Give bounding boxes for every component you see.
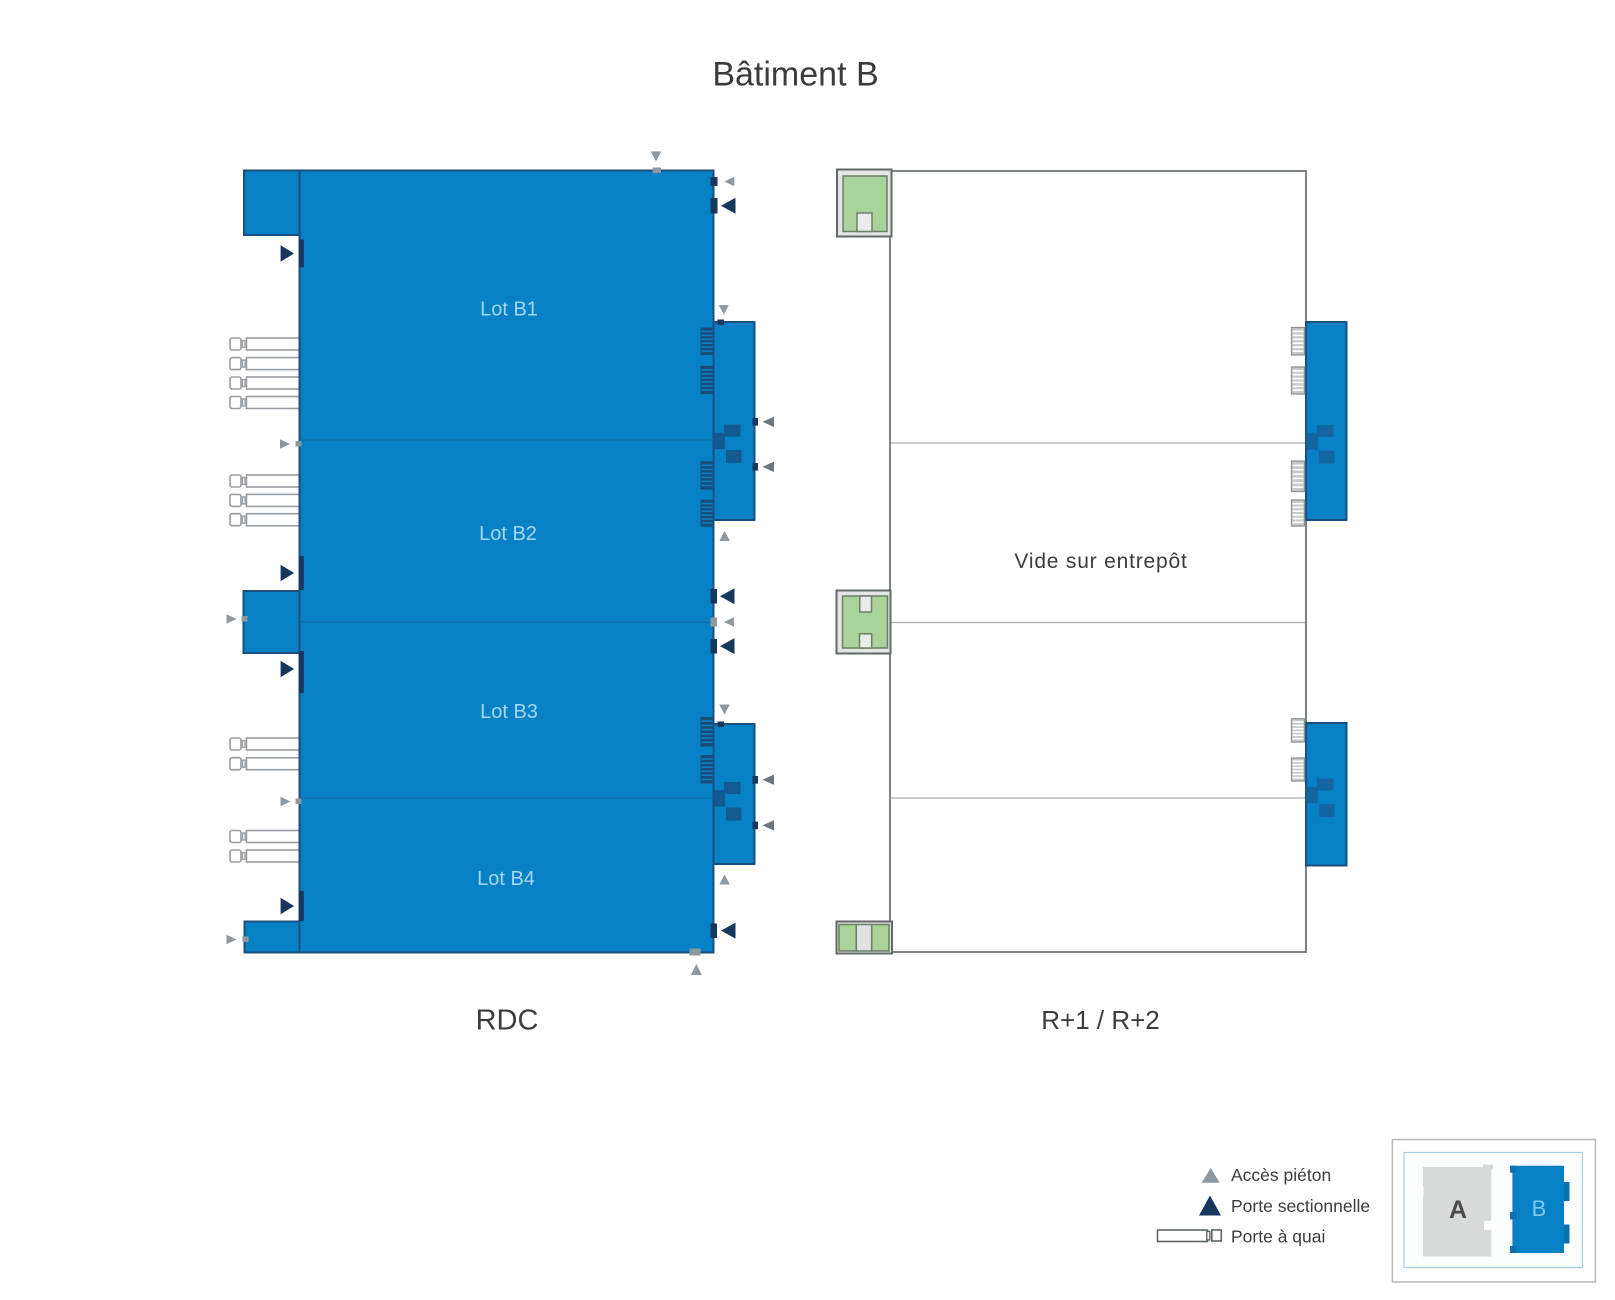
svg-text:Accès piéton: Accès piéton [1231, 1165, 1331, 1185]
svg-text:Lot B3: Lot B3 [480, 701, 538, 723]
svg-text:Porte sectionnelle: Porte sectionnelle [1231, 1196, 1370, 1216]
svg-text:RDC: RDC [476, 1005, 539, 1037]
svg-text:Porte à quai: Porte à quai [1231, 1227, 1325, 1247]
svg-text:R+1 / R+2: R+1 / R+2 [1041, 1005, 1160, 1035]
svg-text:Lot B1: Lot B1 [480, 299, 538, 321]
svg-text:Lot B4: Lot B4 [477, 868, 535, 890]
svg-text:Lot B2: Lot B2 [479, 523, 537, 545]
svg-text:B: B [1532, 1196, 1547, 1221]
svg-text:Bâtiment B: Bâtiment B [712, 56, 878, 94]
svg-text:A: A [1449, 1196, 1467, 1224]
svg-text:Vide sur entrepôt: Vide sur entrepôt [1014, 550, 1187, 573]
